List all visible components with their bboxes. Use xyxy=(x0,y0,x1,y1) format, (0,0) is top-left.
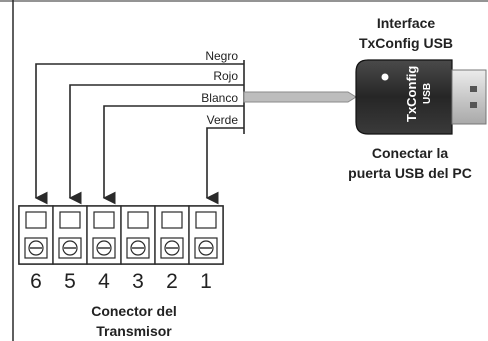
terminal-number-2: 2 xyxy=(166,270,178,293)
wire-negro xyxy=(34,63,244,205)
terminal-2 xyxy=(154,205,190,265)
terminal-number-5: 5 xyxy=(64,270,76,293)
terminal-number-1: 1 xyxy=(200,270,212,293)
device-label-line1: TxConfig xyxy=(404,66,419,122)
terminal-slot xyxy=(93,211,115,229)
wire-label-verde: Verde xyxy=(207,113,239,127)
wire-blanco xyxy=(102,105,244,205)
terminal-number-4: 4 xyxy=(98,270,110,293)
connector-caption-line1: Conector del xyxy=(91,303,177,319)
pc-note-line1: Conectar la xyxy=(372,145,448,161)
wire-label-rojo: Rojo xyxy=(213,69,238,83)
terminal-slot xyxy=(195,211,217,229)
wire-rojo xyxy=(68,84,244,205)
terminal-slot xyxy=(161,211,183,229)
terminal-5 xyxy=(52,205,88,265)
usb-interface-device: TxConfig USB xyxy=(355,59,487,135)
terminal-slot xyxy=(25,211,47,229)
terminal-1 xyxy=(188,205,224,265)
terminal-3 xyxy=(120,205,156,265)
terminal-6 xyxy=(18,205,54,265)
wire-label-blanco: Blanco xyxy=(201,91,238,105)
interface-title-line1: Interface xyxy=(377,15,436,31)
usb-plug-contact-bottom xyxy=(470,102,477,108)
terminal-4 xyxy=(86,205,122,265)
terminal-slot xyxy=(127,211,149,229)
device-label-line2: USB xyxy=(422,83,433,104)
usb-plug-contact-top xyxy=(470,86,477,92)
wire-label-negro: Negro xyxy=(205,49,238,63)
usb-plug xyxy=(451,69,487,125)
terminal-number-3: 3 xyxy=(132,270,144,293)
usb-cable xyxy=(243,91,357,103)
terminal-slot xyxy=(59,211,81,229)
connector-caption-line2: Transmisor xyxy=(96,323,172,339)
terminal-block xyxy=(18,205,224,265)
led-indicator xyxy=(381,73,389,81)
terminal-number-6: 6 xyxy=(30,270,42,293)
pc-note-line2: puerta USB del PC xyxy=(348,165,472,181)
wire-verde xyxy=(205,127,244,205)
interface-title-line2: TxConfig USB xyxy=(359,35,453,51)
